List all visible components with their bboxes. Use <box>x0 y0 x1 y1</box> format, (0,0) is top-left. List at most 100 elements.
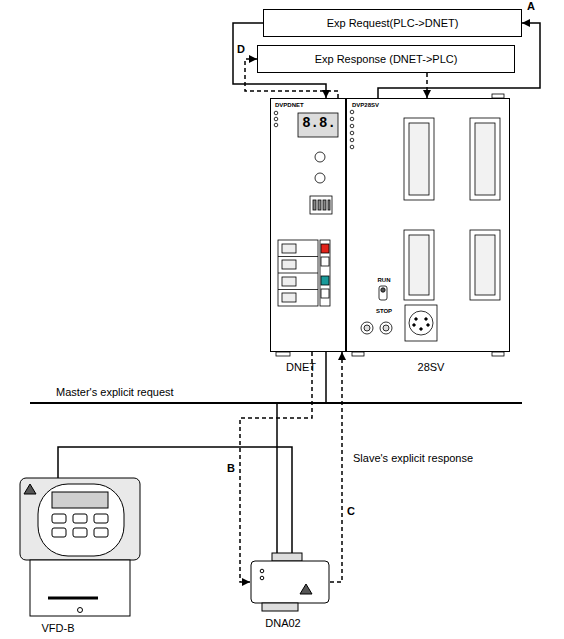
dnet-module-art <box>313 200 316 210</box>
drive-art <box>78 608 83 613</box>
devicenet-adapter: DNA02 <box>250 553 330 611</box>
dnet-module-art <box>282 244 296 253</box>
dnet-module-art <box>318 200 321 210</box>
dnet-module-art <box>274 123 278 127</box>
drive-unit: VFD-B <box>18 478 142 618</box>
part-label: DNA02 <box>265 617 300 630</box>
callout-letter: B <box>226 462 236 475</box>
drive-art <box>38 484 124 556</box>
dna02-art <box>260 569 264 573</box>
drive-art <box>48 597 98 600</box>
dnet-module-art <box>321 276 329 285</box>
drive-art <box>52 528 66 537</box>
dnet-module-art <box>270 98 346 352</box>
plc-module-art <box>405 305 437 341</box>
plc-module-art <box>409 123 429 195</box>
dnet-module-art <box>278 273 318 274</box>
plc-module-art <box>404 230 434 300</box>
drive-art <box>52 492 108 508</box>
plc-module-art <box>350 124 354 128</box>
plc-module-art <box>364 325 370 331</box>
plc-module-art <box>381 288 385 292</box>
plc-module-art <box>425 318 428 321</box>
dnet-module-art <box>321 257 329 266</box>
drive-art <box>94 528 108 537</box>
part-label: 28SV <box>418 361 445 374</box>
dna02-art <box>260 576 264 580</box>
callout-letter: C <box>346 505 356 518</box>
plc-module-art <box>470 118 500 200</box>
plc-module-art <box>475 235 495 295</box>
plc-module-art <box>346 94 510 356</box>
box-label: Exp Response (DNET->PLC) <box>315 53 458 66</box>
drive-art <box>20 478 140 616</box>
fieldbus-line <box>30 352 522 553</box>
dnet-module-art <box>282 277 296 286</box>
drive-art <box>73 528 87 537</box>
plc-module-art <box>379 286 387 300</box>
fieldbus-line <box>30 402 522 404</box>
request-box: Exp Request(PLC->DNET) <box>263 9 522 37</box>
plc-module-art <box>383 325 389 331</box>
message-arrow <box>240 352 312 582</box>
dna02-art <box>272 553 302 561</box>
dnet-module-art <box>323 200 326 210</box>
part-label: STOP <box>376 308 392 315</box>
callout-letter: D <box>236 43 246 56</box>
plc-module-art <box>350 117 354 121</box>
plc-module-art <box>404 118 434 200</box>
dnet-module-art <box>282 293 296 302</box>
dnet-module-art <box>278 256 318 257</box>
dnet-module-art <box>282 260 296 269</box>
part-label: RUN <box>378 277 391 284</box>
dnet-module-art <box>298 113 338 137</box>
dnet-module-art <box>278 240 318 306</box>
plc-module-art <box>420 328 423 331</box>
dnet-module-art <box>315 173 325 183</box>
part-label: DNET <box>286 361 316 374</box>
plc-module-art <box>475 123 495 195</box>
plc-module-art <box>350 131 354 135</box>
plc-module-art <box>361 322 373 334</box>
box-label: Exp Request(PLC->DNET) <box>327 17 459 30</box>
plc-module-art <box>350 110 354 114</box>
drive-art <box>30 560 130 616</box>
dnet-module-art <box>278 289 318 290</box>
drive-art <box>73 514 87 523</box>
dna02-art <box>251 553 329 611</box>
plc-module-art <box>413 324 416 327</box>
dnet-module-art <box>321 244 329 253</box>
dnet-module-art <box>321 289 329 298</box>
plc-module-art <box>380 322 392 334</box>
callout-letter: A <box>526 0 536 13</box>
drive-art <box>52 514 66 523</box>
plc-module-art <box>350 138 354 142</box>
plc-module-art <box>427 324 430 327</box>
dnet-module: DVPDNET8.8.DNET <box>270 98 346 352</box>
plc-module-art <box>352 352 364 356</box>
dnet-module-art <box>320 240 330 306</box>
plc-module-art <box>409 235 429 295</box>
plc-module-art <box>470 230 500 300</box>
plc-module-art <box>346 98 510 352</box>
dnet-module-art <box>310 196 332 214</box>
drive-art <box>20 478 140 560</box>
part-label: DVP28SV <box>352 102 379 109</box>
message-arrow <box>330 352 342 582</box>
part-label: 8.8. <box>302 115 336 131</box>
dnet-module-art <box>274 111 278 115</box>
drive-art <box>94 514 108 523</box>
dna02-art <box>300 584 312 594</box>
fieldbus-line <box>325 352 327 403</box>
dnet-module-art <box>270 98 346 356</box>
dnet-module-art <box>328 200 330 210</box>
dna02-art <box>251 561 329 603</box>
connector-line <box>58 447 292 553</box>
plc-module-art <box>350 145 354 149</box>
message-arrow <box>426 73 428 98</box>
fieldbus-line <box>276 403 278 553</box>
part-label: VFD-B <box>42 622 75 635</box>
